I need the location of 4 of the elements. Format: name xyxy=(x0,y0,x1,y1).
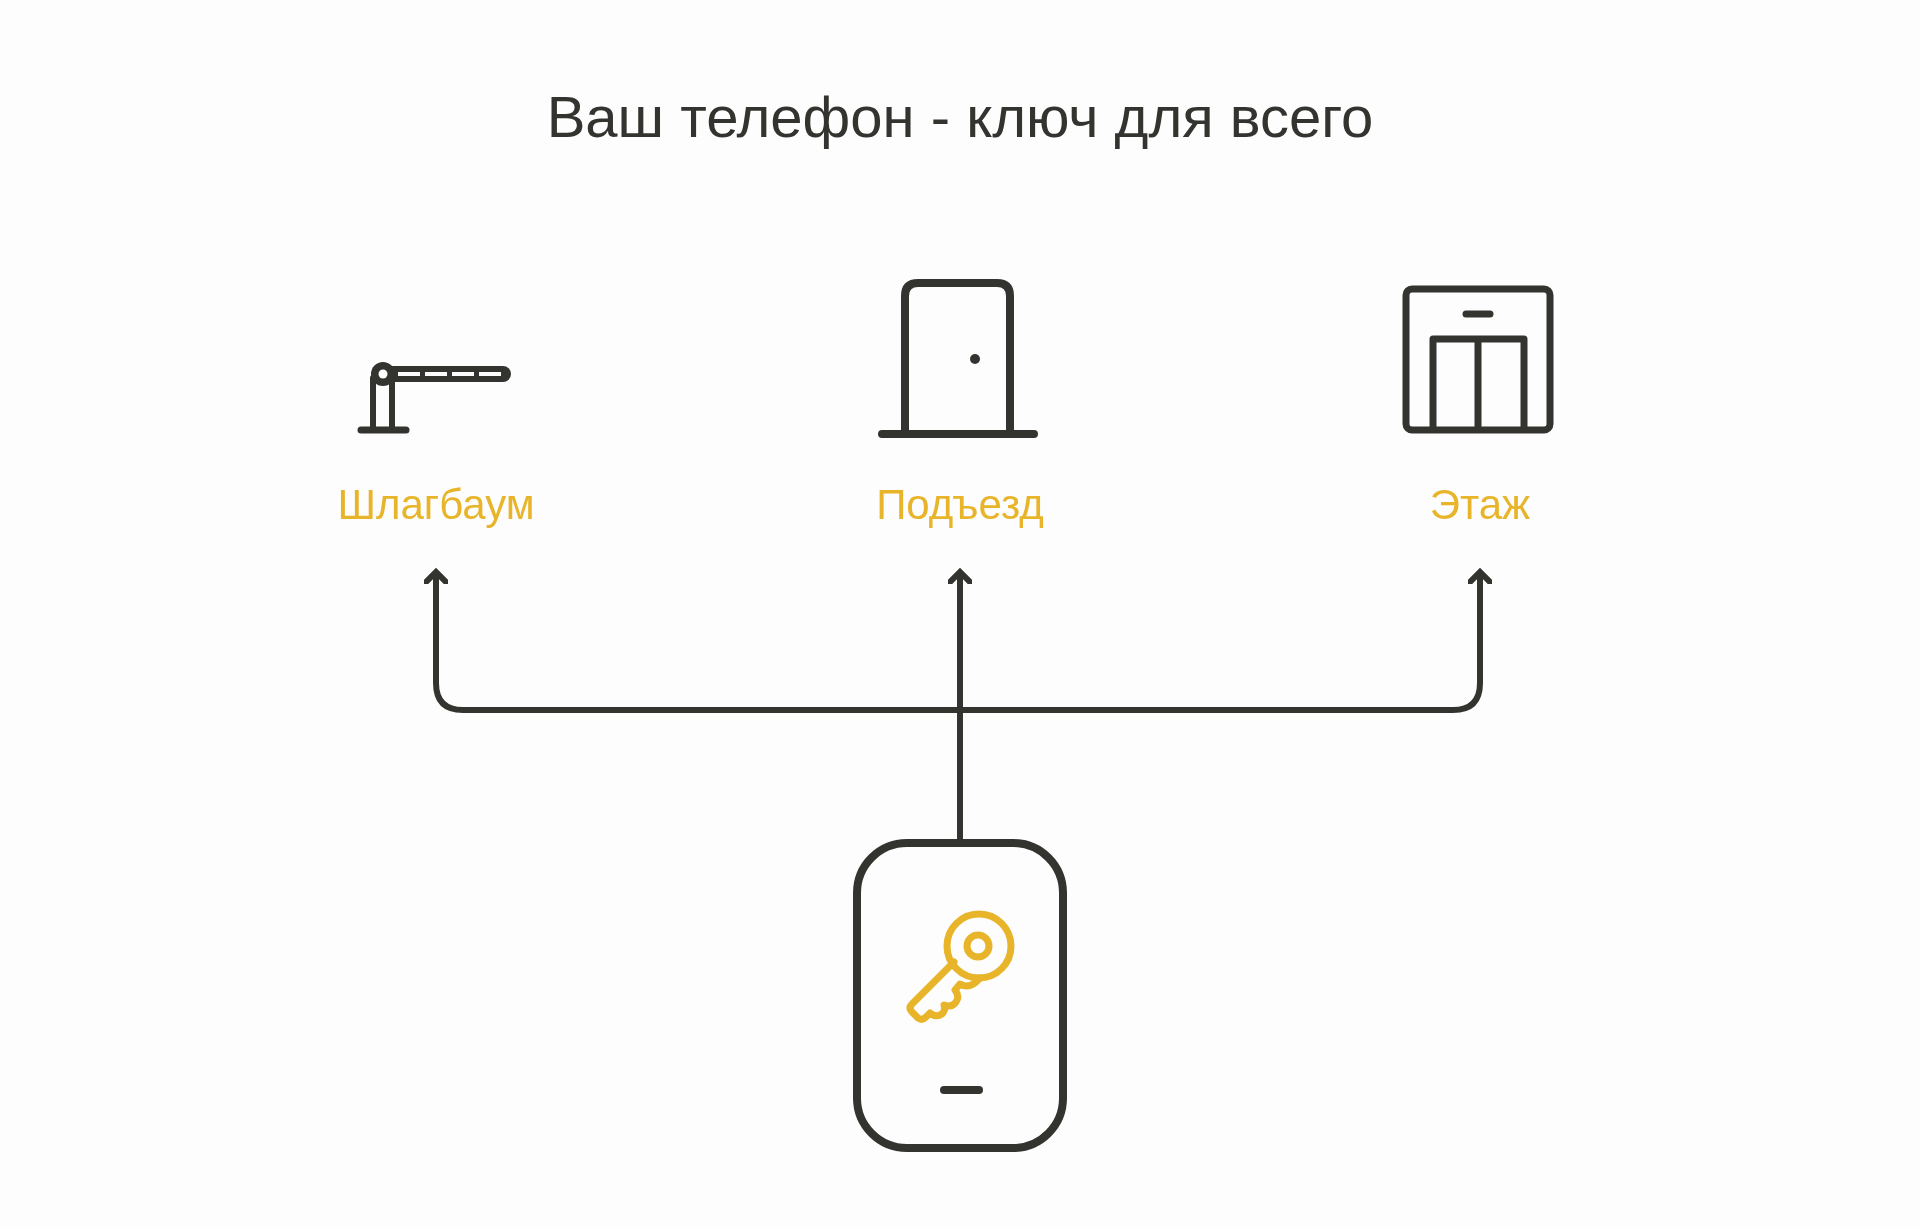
node-label: Этаж xyxy=(1428,480,1532,530)
diagram-title: Ваш телефон - ключ для всего xyxy=(545,83,1375,151)
node-label: Подъезд xyxy=(875,480,1045,530)
node-label: Шлагбаум xyxy=(336,480,536,530)
